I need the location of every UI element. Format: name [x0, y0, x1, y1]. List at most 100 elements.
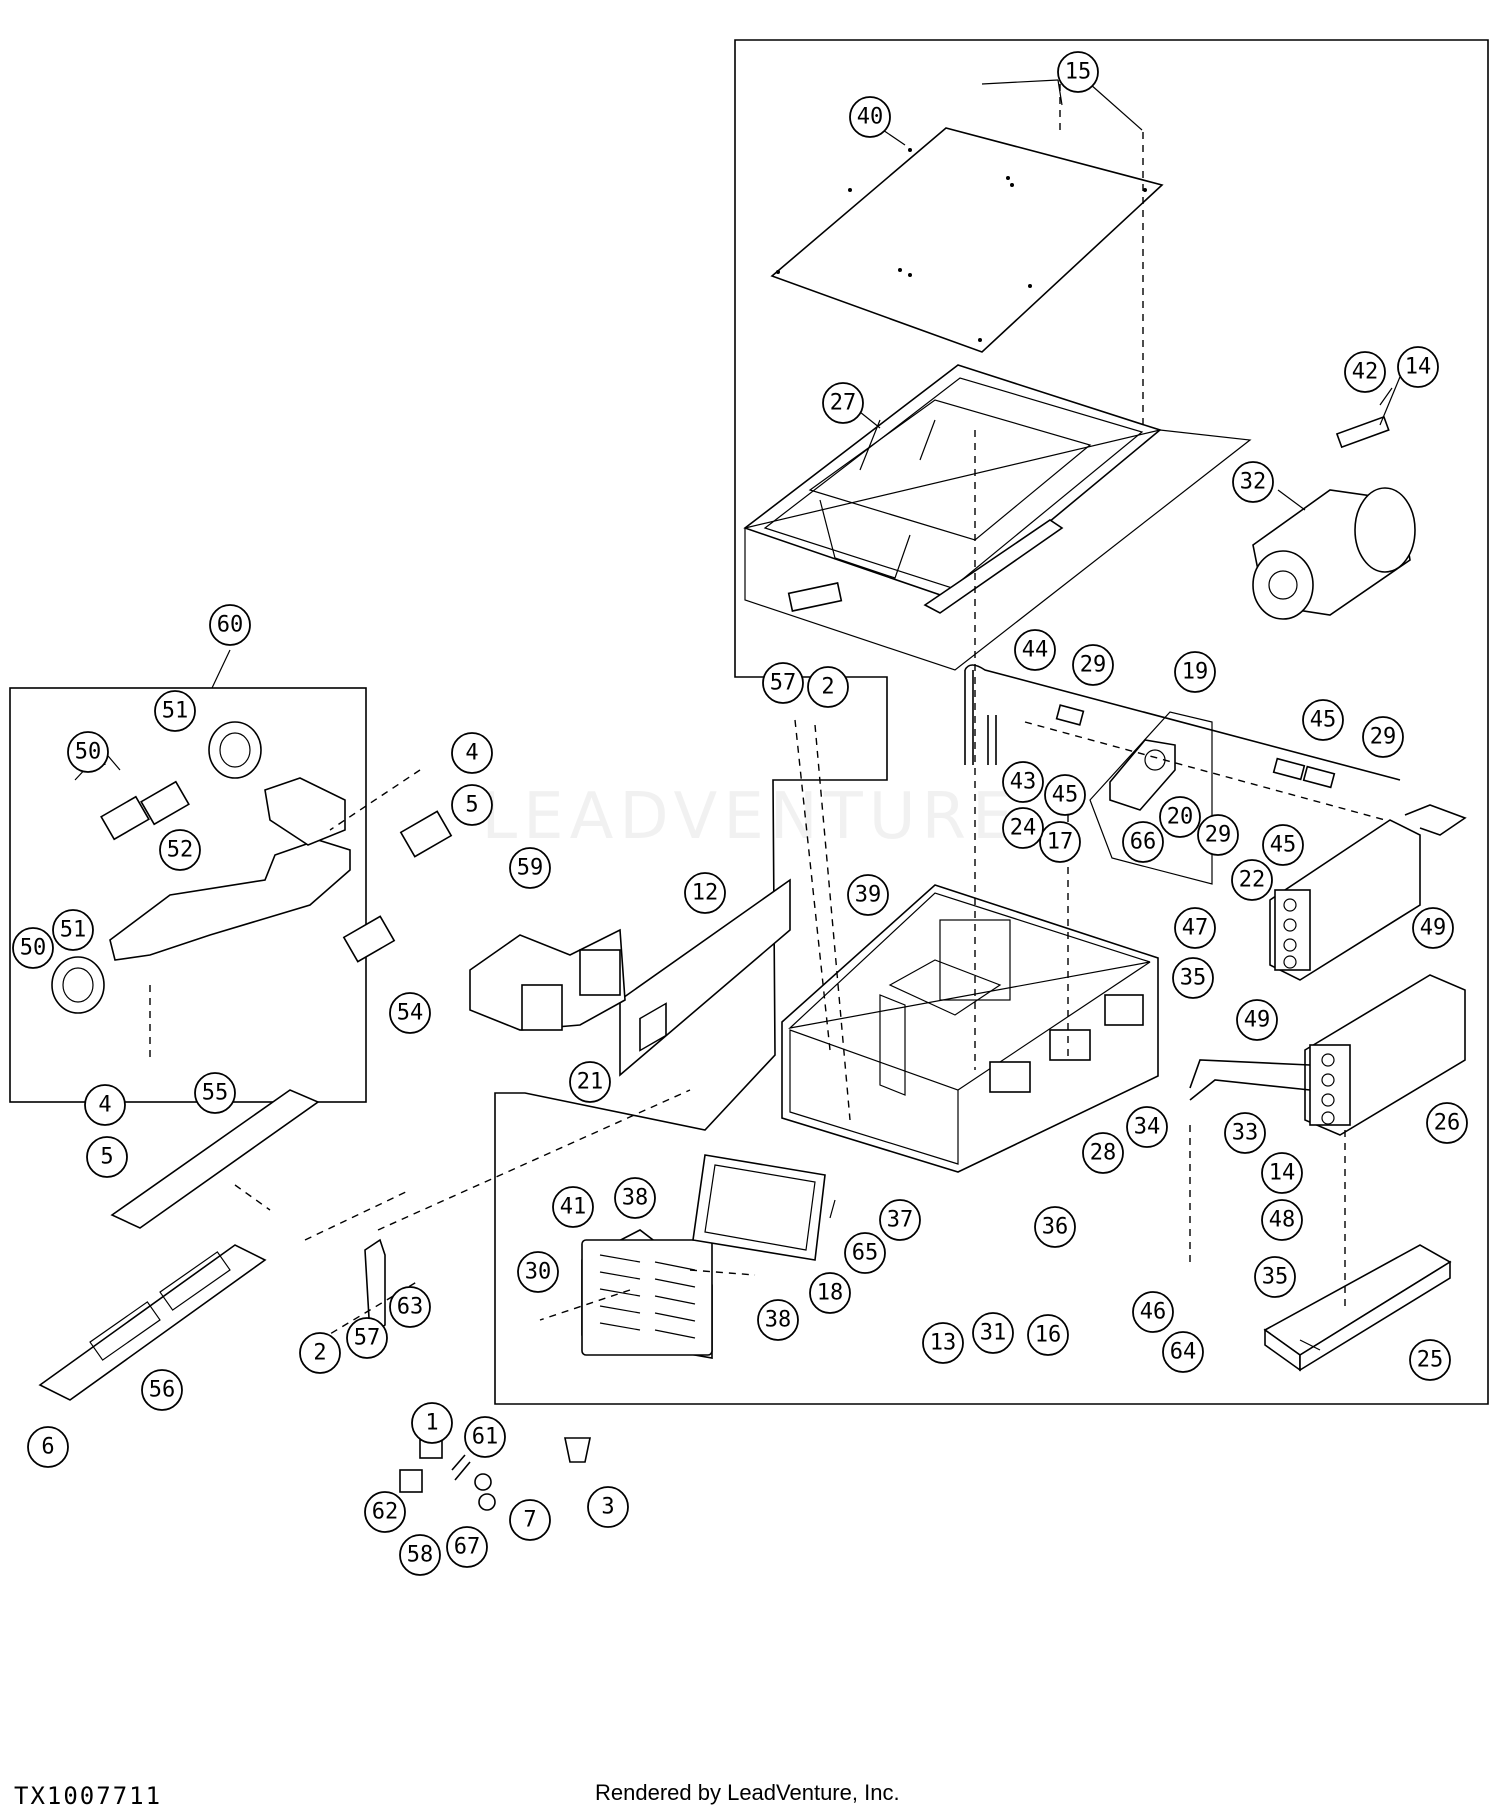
- svg-text:39: 39: [855, 883, 882, 908]
- svg-text:30: 30: [525, 1260, 552, 1285]
- callout-58: 58: [399, 1534, 441, 1576]
- svg-text:40: 40: [857, 105, 884, 130]
- callout-2: 2: [299, 1332, 341, 1374]
- svg-text:44: 44: [1022, 638, 1049, 663]
- callout-32: 32: [1232, 461, 1274, 503]
- svg-text:50: 50: [75, 740, 102, 765]
- svg-text:48: 48: [1269, 1208, 1296, 1233]
- callout-20: 20: [1159, 796, 1201, 838]
- svg-text:17: 17: [1047, 830, 1074, 855]
- blower-motor: [1252, 415, 1416, 620]
- callout-42: 42: [1344, 351, 1386, 393]
- callout-65: 65: [844, 1232, 886, 1274]
- callout-29: 29: [1362, 716, 1404, 758]
- duct-kit: [51, 721, 351, 1014]
- svg-text:31: 31: [980, 1321, 1007, 1346]
- svg-text:51: 51: [162, 699, 189, 724]
- svg-text:4: 4: [465, 741, 478, 766]
- svg-text:15: 15: [1065, 60, 1092, 85]
- callout-52: 52: [159, 829, 201, 871]
- svg-text:29: 29: [1370, 725, 1397, 750]
- callout-51: 51: [52, 909, 94, 951]
- callout-46: 46: [1132, 1291, 1174, 1333]
- callout-57: 57: [762, 662, 804, 704]
- svg-text:55: 55: [202, 1081, 229, 1106]
- callout-1: 1: [411, 1402, 453, 1444]
- svg-text:7: 7: [523, 1508, 536, 1533]
- svg-text:59: 59: [517, 856, 544, 881]
- svg-text:45: 45: [1270, 833, 1297, 858]
- callout-30: 30: [517, 1251, 559, 1293]
- svg-text:16: 16: [1035, 1323, 1062, 1348]
- callout-38: 38: [614, 1177, 656, 1219]
- callout-29: 29: [1072, 644, 1114, 686]
- svg-text:33: 33: [1232, 1121, 1259, 1146]
- svg-text:50: 50: [20, 936, 47, 961]
- svg-text:5: 5: [100, 1145, 113, 1170]
- svg-text:26: 26: [1434, 1111, 1461, 1136]
- svg-text:36: 36: [1042, 1215, 1069, 1240]
- svg-text:29: 29: [1080, 653, 1107, 678]
- callout-27: 27: [822, 382, 864, 424]
- callout-22: 22: [1231, 859, 1273, 901]
- svg-text:37: 37: [887, 1208, 914, 1233]
- callout-51: 51: [154, 690, 196, 732]
- duct-kit-group-outline: [9, 687, 367, 1103]
- callout-17: 17: [1039, 821, 1081, 863]
- callout-31: 31: [972, 1312, 1014, 1354]
- duct-adapters: [342, 810, 626, 1031]
- svg-text:38: 38: [622, 1186, 649, 1211]
- callout-44: 44: [1014, 629, 1056, 671]
- svg-text:3: 3: [601, 1495, 614, 1520]
- svg-text:61: 61: [472, 1425, 499, 1450]
- callout-57: 57: [346, 1317, 388, 1359]
- svg-text:54: 54: [397, 1001, 424, 1026]
- svg-text:35: 35: [1180, 966, 1207, 991]
- callout-47: 47: [1174, 907, 1216, 949]
- callout-4: 4: [451, 732, 493, 774]
- svg-text:2: 2: [313, 1341, 326, 1366]
- callout-14: 14: [1397, 346, 1439, 388]
- hoses: [964, 664, 1401, 789]
- svg-text:5: 5: [465, 793, 478, 818]
- heater-core: [1269, 804, 1467, 981]
- svg-text:20: 20: [1167, 805, 1194, 830]
- callout-63: 63: [389, 1286, 431, 1328]
- callout-13: 13: [922, 1322, 964, 1364]
- front-panel: [619, 878, 791, 1077]
- svg-text:41: 41: [560, 1195, 587, 1220]
- callout-56: 56: [141, 1369, 183, 1411]
- svg-text:65: 65: [852, 1241, 879, 1266]
- callout-48: 48: [1261, 1199, 1303, 1241]
- callout-5: 5: [86, 1136, 128, 1178]
- callout-41: 41: [552, 1186, 594, 1228]
- callout-61: 61: [464, 1416, 506, 1458]
- callout-2: 2: [807, 666, 849, 708]
- svg-text:57: 57: [354, 1326, 381, 1351]
- callout-6: 6: [27, 1426, 69, 1468]
- evaporator: [1189, 974, 1466, 1136]
- callout-16: 16: [1027, 1314, 1069, 1356]
- group-outlines: [9, 39, 1489, 1405]
- callout-14: 14: [1261, 1152, 1303, 1194]
- callout-24: 24: [1002, 807, 1044, 849]
- callout-59: 59: [509, 847, 551, 889]
- callout-45: 45: [1044, 774, 1086, 816]
- callout-4: 4: [84, 1084, 126, 1126]
- callout-18: 18: [809, 1272, 851, 1314]
- svg-text:43: 43: [1010, 770, 1037, 795]
- callout-38: 38: [757, 1299, 799, 1341]
- svg-text:45: 45: [1310, 708, 1337, 733]
- svg-text:6: 6: [41, 1435, 54, 1460]
- svg-text:2: 2: [821, 675, 834, 700]
- svg-text:13: 13: [930, 1331, 957, 1356]
- assembly-lines: [149, 83, 1386, 1341]
- callout-34: 34: [1126, 1106, 1168, 1148]
- svg-text:27: 27: [830, 391, 857, 416]
- callout-3: 3: [587, 1486, 629, 1528]
- callout-33: 33: [1224, 1112, 1266, 1154]
- svg-text:42: 42: [1352, 360, 1379, 385]
- svg-text:21: 21: [577, 1070, 604, 1095]
- callout-54: 54: [389, 992, 431, 1034]
